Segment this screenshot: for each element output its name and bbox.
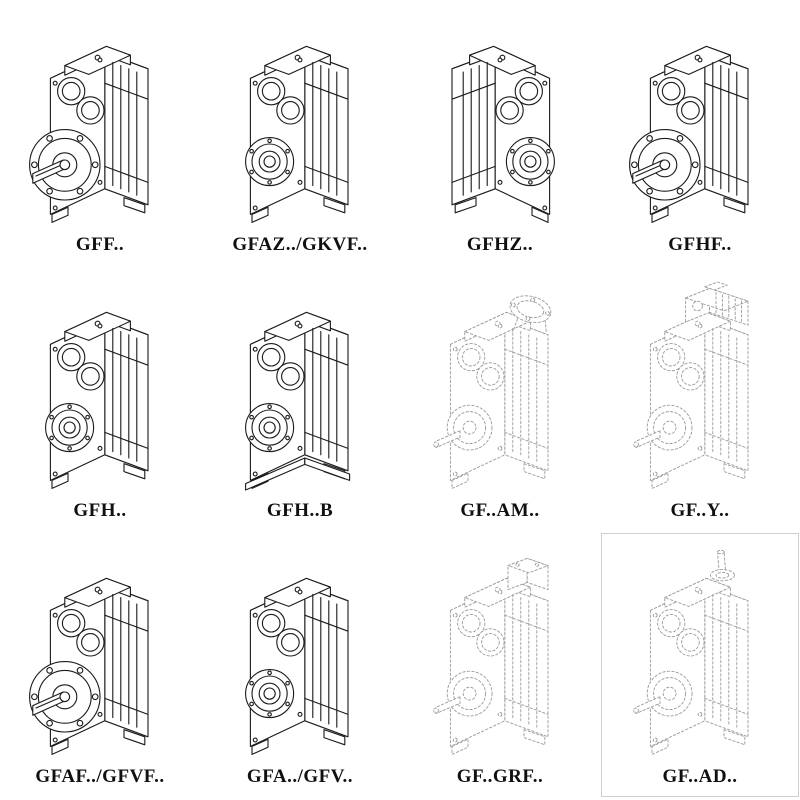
product-cell: GFA../GFV.. <box>200 532 400 798</box>
gearbox-hollow-shaft-drawing <box>2 272 198 500</box>
product-label: GFHF.. <box>668 234 732 255</box>
product-cell: GF..AD.. <box>600 532 800 798</box>
gearbox-hollow-shaft-mirrored-drawing <box>402 6 598 234</box>
gearbox-hollow-shaft-drawing <box>202 6 398 234</box>
product-label: GFH.. <box>73 500 127 521</box>
product-cell: GFH..B <box>200 266 400 532</box>
product-label: GFAZ../GKVF.. <box>232 234 368 255</box>
gearbox-input-flange-ghost-drawing <box>402 272 598 500</box>
product-label: GFH..B <box>266 500 334 521</box>
product-label: GFHZ.. <box>466 234 534 255</box>
product-label: GFAF../GFVF.. <box>35 766 165 787</box>
product-cell: GFH.. <box>0 266 200 532</box>
product-label: GF..Y.. <box>670 500 730 521</box>
gearbox-input-block-ghost-drawing <box>402 538 598 766</box>
product-cell: GF..AM.. <box>400 266 600 532</box>
gearbox-output-flange-drawing <box>602 6 798 234</box>
product-cell: GFAF../GFVF.. <box>0 532 200 798</box>
gearbox-motor-ghost-drawing <box>602 272 798 500</box>
product-cell: GFF.. <box>0 0 200 266</box>
gearbox-hollow-shaft-foot-drawing <box>202 272 398 500</box>
product-label: GF..AD.. <box>662 766 738 787</box>
product-label: GF..AM.. <box>460 500 540 521</box>
product-label: GF..GRF.. <box>456 766 544 787</box>
product-cell: GFHZ.. <box>400 0 600 266</box>
product-cell: GFHF.. <box>600 0 800 266</box>
product-cell: GF..GRF.. <box>400 532 600 798</box>
product-cell: GFAZ../GKVF.. <box>200 0 400 266</box>
gearbox-hollow-shaft-drawing <box>202 538 398 766</box>
gearbox-input-shaft-ghost-drawing <box>602 538 798 766</box>
product-label: GFF.. <box>75 234 125 255</box>
gearbox-output-flange-drawing <box>2 6 198 234</box>
gearbox-output-flange-drawing <box>2 538 198 766</box>
product-cell: GF..Y.. <box>600 266 800 532</box>
product-label: GFA../GFV.. <box>246 766 354 787</box>
